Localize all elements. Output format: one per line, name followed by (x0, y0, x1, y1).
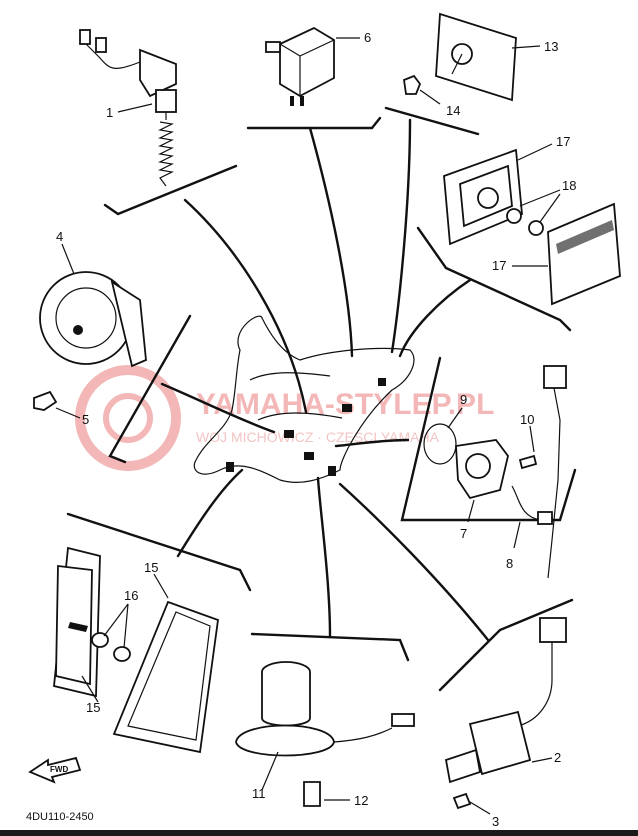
sensor-cover-part (423, 365, 567, 579)
callout-2: 2 (554, 750, 561, 765)
side-reflector-part (53, 546, 219, 754)
relay-part (265, 26, 335, 106)
watermark: YAMAHA-STYLEP.PL WOJ MICHOWICZ · CZĘŚCI … (75, 365, 494, 471)
callout-16: 16 (124, 588, 138, 603)
callout-15-upper: 15 (144, 560, 158, 575)
callout-17-upper: 17 (556, 134, 570, 149)
fwd-label: FWD (50, 765, 68, 774)
callout-7: 7 (460, 526, 467, 541)
frame-outline (193, 315, 415, 483)
callout-6: 6 (364, 30, 371, 45)
callout-9: 9 (460, 392, 467, 407)
rear-reflector-part (403, 12, 517, 102)
callout-11: 11 (252, 786, 266, 801)
watermark-sub-text: WOJ MICHOWICZ · CZĘŚCI YAMAHA (196, 428, 440, 445)
switch-assembly-part (79, 29, 177, 187)
callout-1: 1 (106, 105, 113, 120)
callout-17-lower: 17 (492, 258, 506, 273)
solenoid-part (444, 617, 567, 810)
callout-5: 5 (82, 412, 89, 427)
callout-15-lower: 15 (86, 700, 100, 715)
group-brackets (66, 106, 577, 692)
oil-level-switch-part (235, 661, 415, 807)
scan-border (0, 830, 638, 836)
callout-numbers: 1 2 3 4 5 6 7 8 9 10 11 12 13 14 15 15 1… (56, 30, 576, 829)
callout-13: 13 (544, 39, 558, 54)
diagram-code: 4DU110-2450 (26, 811, 94, 823)
callout-12: 12 (354, 793, 368, 808)
fwd-arrow-icon: FWD (28, 756, 82, 784)
callout-14: 14 (446, 103, 460, 118)
callout-8: 8 (506, 556, 513, 571)
callout-10: 10 (520, 412, 534, 427)
callout-18: 18 (562, 178, 576, 193)
leader-lines (160, 118, 490, 642)
callout-leaders (55, 37, 561, 815)
horn-part (33, 271, 147, 411)
reflector-pair-part (443, 148, 621, 306)
callout-3: 3 (492, 814, 499, 829)
callout-4: 4 (56, 229, 63, 244)
